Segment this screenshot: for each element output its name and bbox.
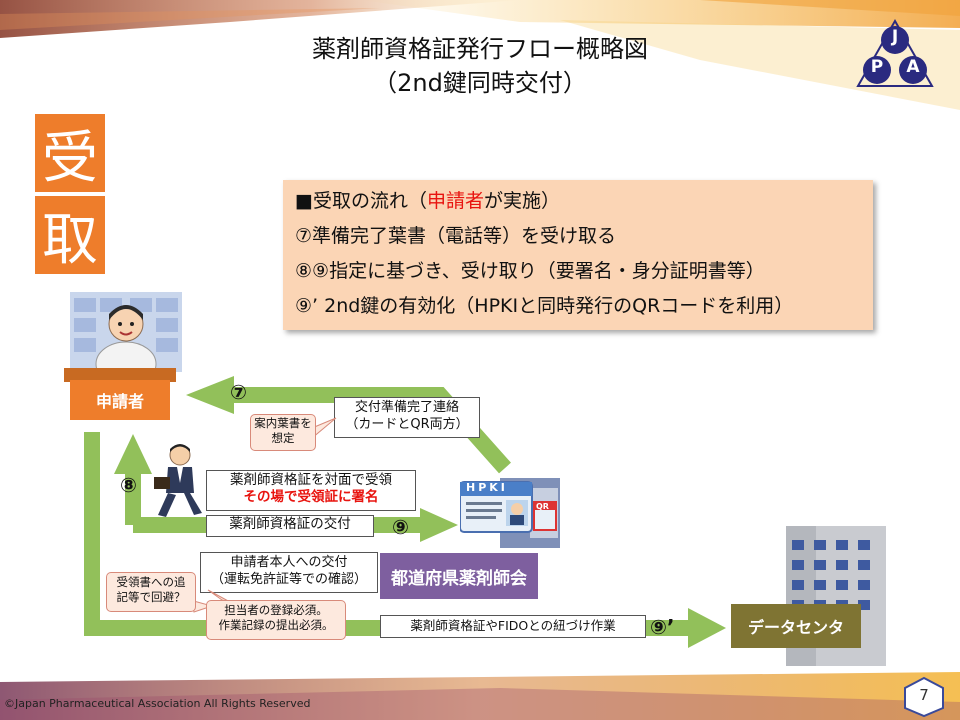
jpa-logo-triangle	[856, 18, 934, 87]
hpki-card-text: HPKI	[466, 481, 508, 494]
info-line-3: ⑧⑨指定に基づき、受け取り（要署名・身分証明書等）	[295, 260, 765, 282]
delivery-label: 薬剤師資格証の交付	[206, 515, 374, 537]
applicant-counter-top	[64, 368, 176, 382]
postcard-callout: 案内葉書を 想定	[250, 414, 316, 451]
title-line-2: （2nd鍵同時交付）	[373, 69, 587, 97]
page-title: 薬剤師資格証発行フロー概略図 （2nd鍵同時交付）	[0, 32, 960, 100]
info-line-4: ⑨’ 2nd鍵の有効化（HPKIと同時発行のQRコードを利用）	[295, 295, 794, 317]
arrow-step-7	[230, 387, 511, 474]
step-9-prime-number: ⑨’	[650, 615, 675, 639]
pharmacist-illustration	[70, 292, 182, 372]
info-line-2: ⑦準備完了葉書（電話等）を受け取る	[295, 225, 617, 247]
page-number-badge	[904, 676, 944, 718]
decorative-footer-band	[0, 672, 960, 720]
page-number: 7	[919, 686, 929, 704]
receipt-callout: 受領書への追 記等で回避？	[106, 572, 196, 612]
side-label-take: 取	[35, 196, 105, 274]
info-line-1: ■受取の流れ（申請者が実施）	[295, 190, 560, 212]
logo-letter-j: J	[891, 27, 899, 47]
step-9-number: ⑨	[392, 515, 409, 539]
datacenter-box: データセンタ	[731, 604, 861, 648]
receive-flow-info-box: ■受取の流れ（申請者が実施） ⑦準備完了葉書（電話等）を受け取る ⑧⑨指定に基づ…	[283, 180, 873, 330]
qr-card-text: QR	[536, 502, 549, 511]
logo-letter-a: A	[906, 57, 920, 77]
applicant-box: 申請者	[70, 380, 170, 420]
businessman-illustration	[154, 444, 202, 517]
copyright-text: ©Japan Pharmaceutical Association All Ri…	[4, 697, 311, 710]
hpki-card-illustration	[460, 478, 560, 548]
link-work-label: 薬剤師資格証やFIDOとの紐づけ作業	[380, 615, 646, 638]
logo-letter-p: P	[870, 57, 884, 77]
face-to-face-label: 薬剤師資格証を対面で受領 その場で受領証に署名	[206, 470, 416, 511]
identity-label: 申請者本人への交付 （運転免許証等での確認）	[200, 552, 378, 593]
decorative-header-band	[0, 0, 960, 110]
step-7-number: ⑦	[230, 380, 247, 404]
side-label-receive: 受	[35, 114, 105, 192]
arrow-head-step-9-prime	[688, 608, 726, 648]
step-8-number: ⑧	[120, 473, 137, 497]
info-highlight-applicant: 申請者	[426, 190, 484, 212]
staff-callout: 担当者の登録必須。 作業記録の提出必須。	[206, 600, 346, 640]
arrow-head-step-7	[186, 376, 234, 414]
arrow-head-step-9	[420, 508, 458, 542]
association-box: 都道府県薬剤師会	[380, 553, 538, 599]
notice-label: 交付準備完了連絡 （カードとQR両方）	[334, 397, 480, 438]
arrow-head-step-8	[114, 434, 152, 474]
title-line-1: 薬剤師資格証発行フロー概略図	[312, 35, 648, 63]
